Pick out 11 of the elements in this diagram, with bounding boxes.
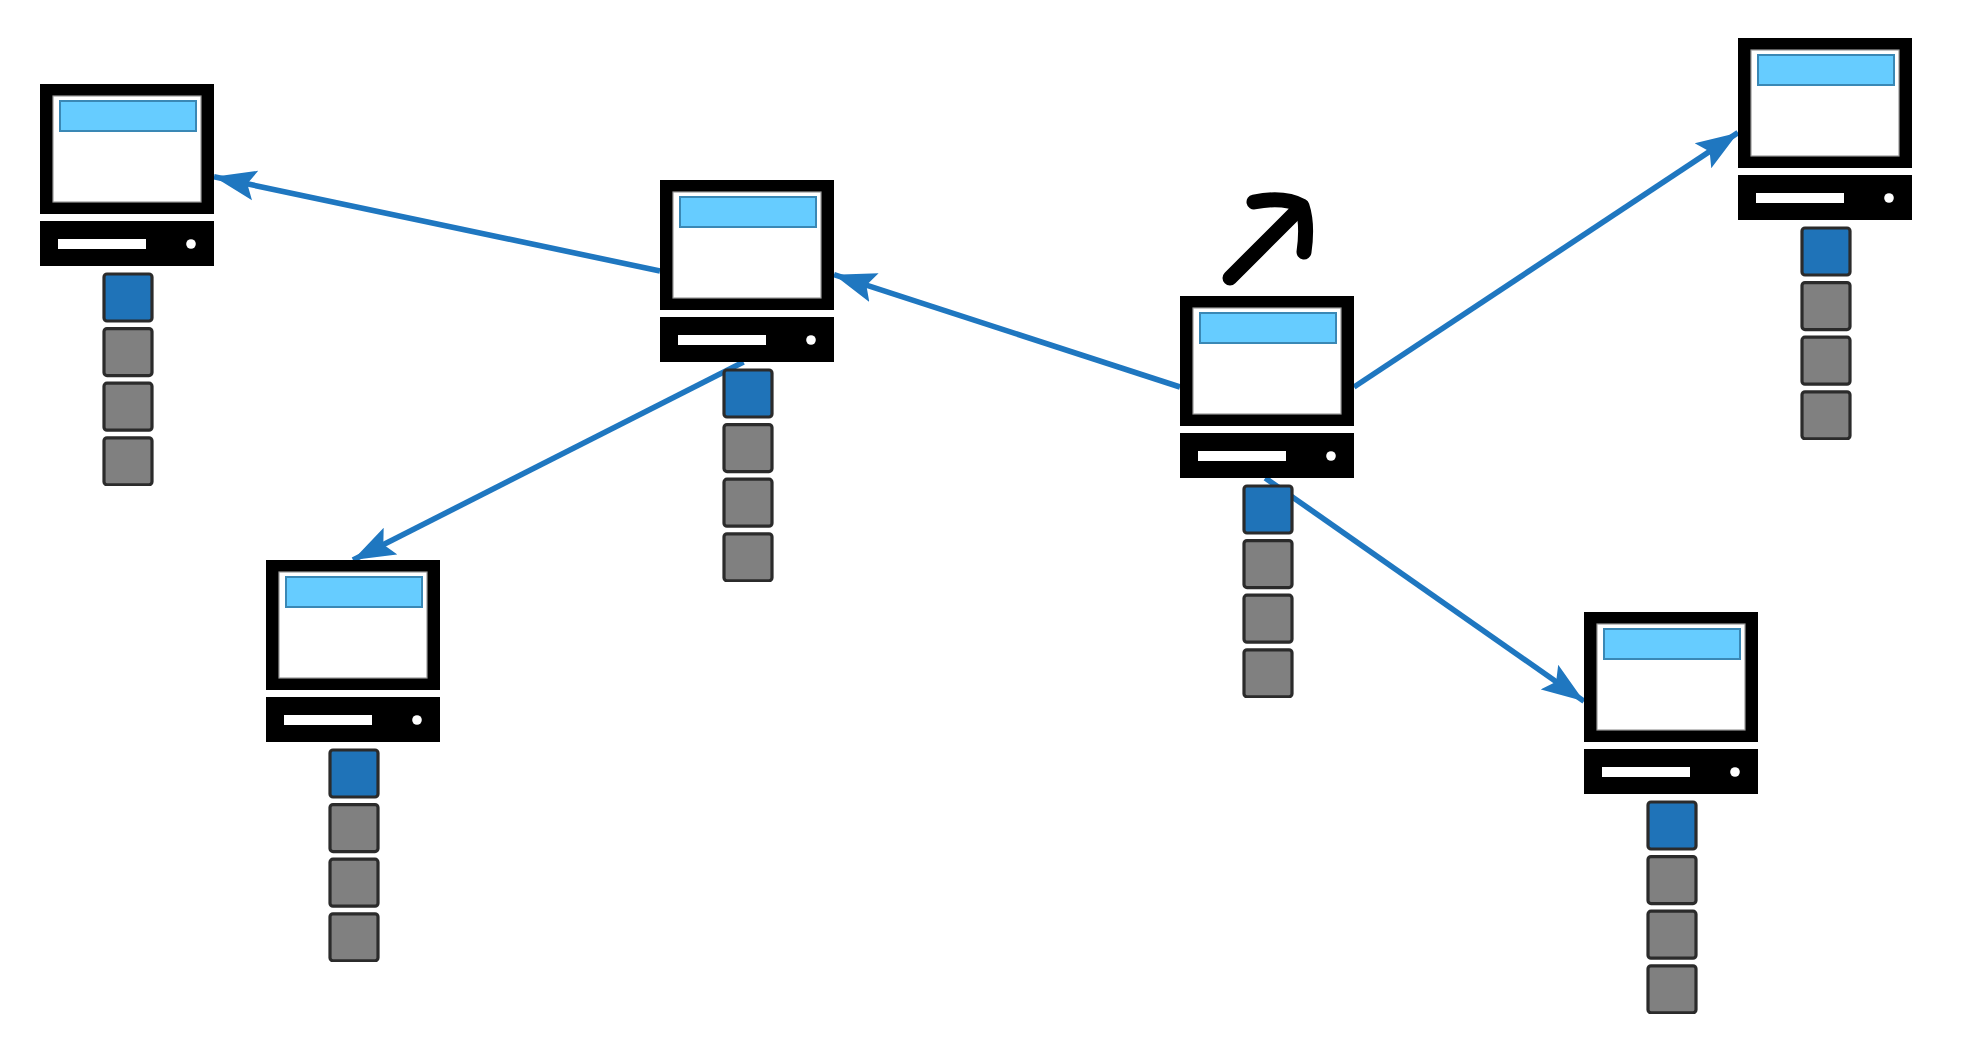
computer-icon [266, 560, 440, 742]
computer-icon [660, 180, 834, 362]
computer-icon [1584, 612, 1758, 794]
arrow [351, 359, 745, 563]
computer-icon [1738, 38, 1912, 220]
computer-icon [1180, 296, 1354, 478]
arrow [1263, 475, 1586, 704]
arrow [833, 271, 1181, 390]
computer-icon [40, 84, 214, 266]
arrow [213, 170, 661, 274]
arrow [1352, 130, 1740, 390]
